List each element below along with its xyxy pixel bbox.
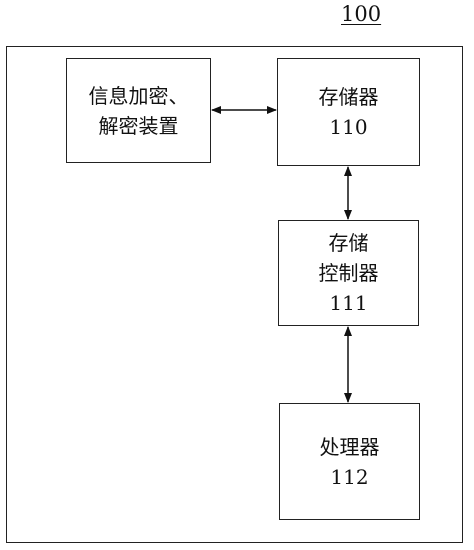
memory-block: 存储器 110 — [277, 58, 420, 166]
block-label: 存储器 — [318, 85, 379, 109]
block-label: 处理器 — [319, 434, 380, 459]
block-label: 解密装置 — [98, 113, 179, 138]
block-reference-number: 112 — [330, 464, 369, 489]
memory-controller-block: 存储 控制器 111 — [278, 220, 419, 326]
block-reference-number: 110 — [329, 115, 368, 139]
encryption-decryption-device-block: 信息加密、 解密装置 — [66, 58, 211, 163]
figure-number: 100 — [341, 2, 382, 26]
block-label: 信息加密、 — [88, 83, 189, 108]
block-label: 控制器 — [318, 261, 379, 285]
block-reference-number: 111 — [329, 291, 368, 315]
system-frame — [6, 46, 463, 543]
block-label: 存储 — [328, 231, 369, 255]
processor-block: 处理器 112 — [279, 403, 420, 520]
